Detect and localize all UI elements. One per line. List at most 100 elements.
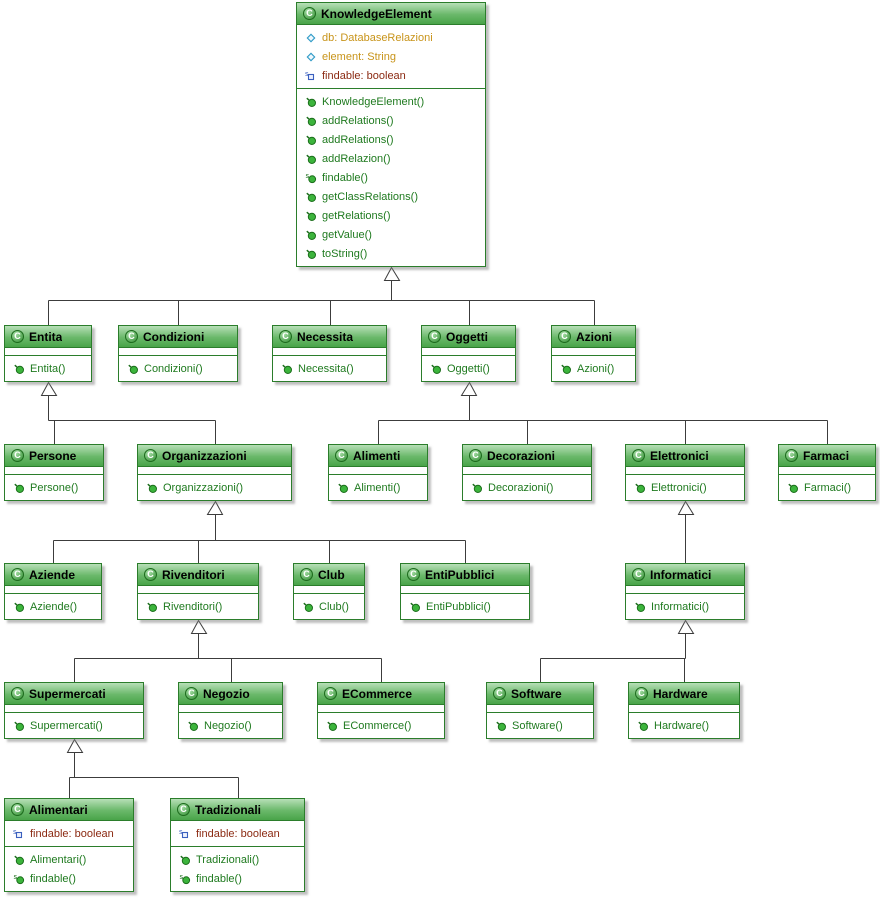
operation-row[interactable]: KnowledgeElement(): [297, 92, 485, 111]
operation-row[interactable]: getValue(): [297, 225, 485, 244]
operation-row[interactable]: Oggetti(): [422, 359, 515, 378]
operation-row[interactable]: Alimenti(): [329, 478, 427, 497]
operation-row[interactable]: addRelations(): [297, 130, 485, 149]
operation-row[interactable]: Aziende(): [5, 597, 101, 616]
operation-row[interactable]: Rivenditori(): [138, 597, 258, 616]
operation-row[interactable]: Farmaci(): [779, 478, 875, 497]
method-icon: [787, 482, 799, 494]
class-title: Supermercati: [29, 686, 106, 701]
operation-row[interactable]: addRelazion(): [297, 149, 485, 168]
operation-row[interactable]: Condizioni(): [119, 359, 237, 378]
operation-label: Alimenti(): [354, 481, 401, 494]
attribute-row[interactable]: db: DatabaseRelazioni: [297, 28, 485, 47]
operation-row[interactable]: getClassRelations(): [297, 187, 485, 206]
operation-row[interactable]: Entita(): [5, 359, 91, 378]
operation-row[interactable]: ECommerce(): [318, 716, 444, 735]
operation-row[interactable]: Elettronici(): [626, 478, 744, 497]
class-title: Condizioni: [143, 329, 205, 344]
class-icon: C: [177, 803, 190, 816]
operation-row[interactable]: Informatici(): [626, 597, 744, 616]
attribute-row[interactable]: element: String: [297, 47, 485, 66]
operation-row[interactable]: toString(): [297, 244, 485, 263]
operation-row[interactable]: getRelations(): [297, 206, 485, 225]
operation-row[interactable]: Organizzazioni(): [138, 478, 291, 497]
operation-row[interactable]: Alimentari(): [5, 850, 133, 869]
operation-row[interactable]: Necessita(): [273, 359, 386, 378]
operation-row[interactable]: Software(): [487, 716, 593, 735]
operation-row[interactable]: Supermercati(): [5, 716, 143, 735]
operation-row[interactable]: Club(): [294, 597, 364, 616]
operation-label: KnowledgeElement(): [322, 95, 425, 108]
operations-compartment: Azioni(): [552, 355, 635, 381]
generalization-arrow: [677, 500, 695, 515]
operation-row[interactable]: Decorazioni(): [463, 478, 591, 497]
operation-row[interactable]: Tradizionali(): [171, 850, 304, 869]
operation-row[interactable]: EntiPubblici(): [401, 597, 529, 616]
operation-row[interactable]: Negozio(): [179, 716, 282, 735]
method-icon: [637, 720, 649, 732]
operation-row[interactable]: Persone(): [5, 478, 103, 497]
operation-row[interactable]: Azioni(): [552, 359, 635, 378]
class-title: Oggetti: [446, 329, 488, 344]
svg-text:s: s: [180, 873, 184, 881]
operation-row[interactable]: addRelations(): [297, 111, 485, 130]
operation-row[interactable]: Hardware(): [629, 716, 739, 735]
